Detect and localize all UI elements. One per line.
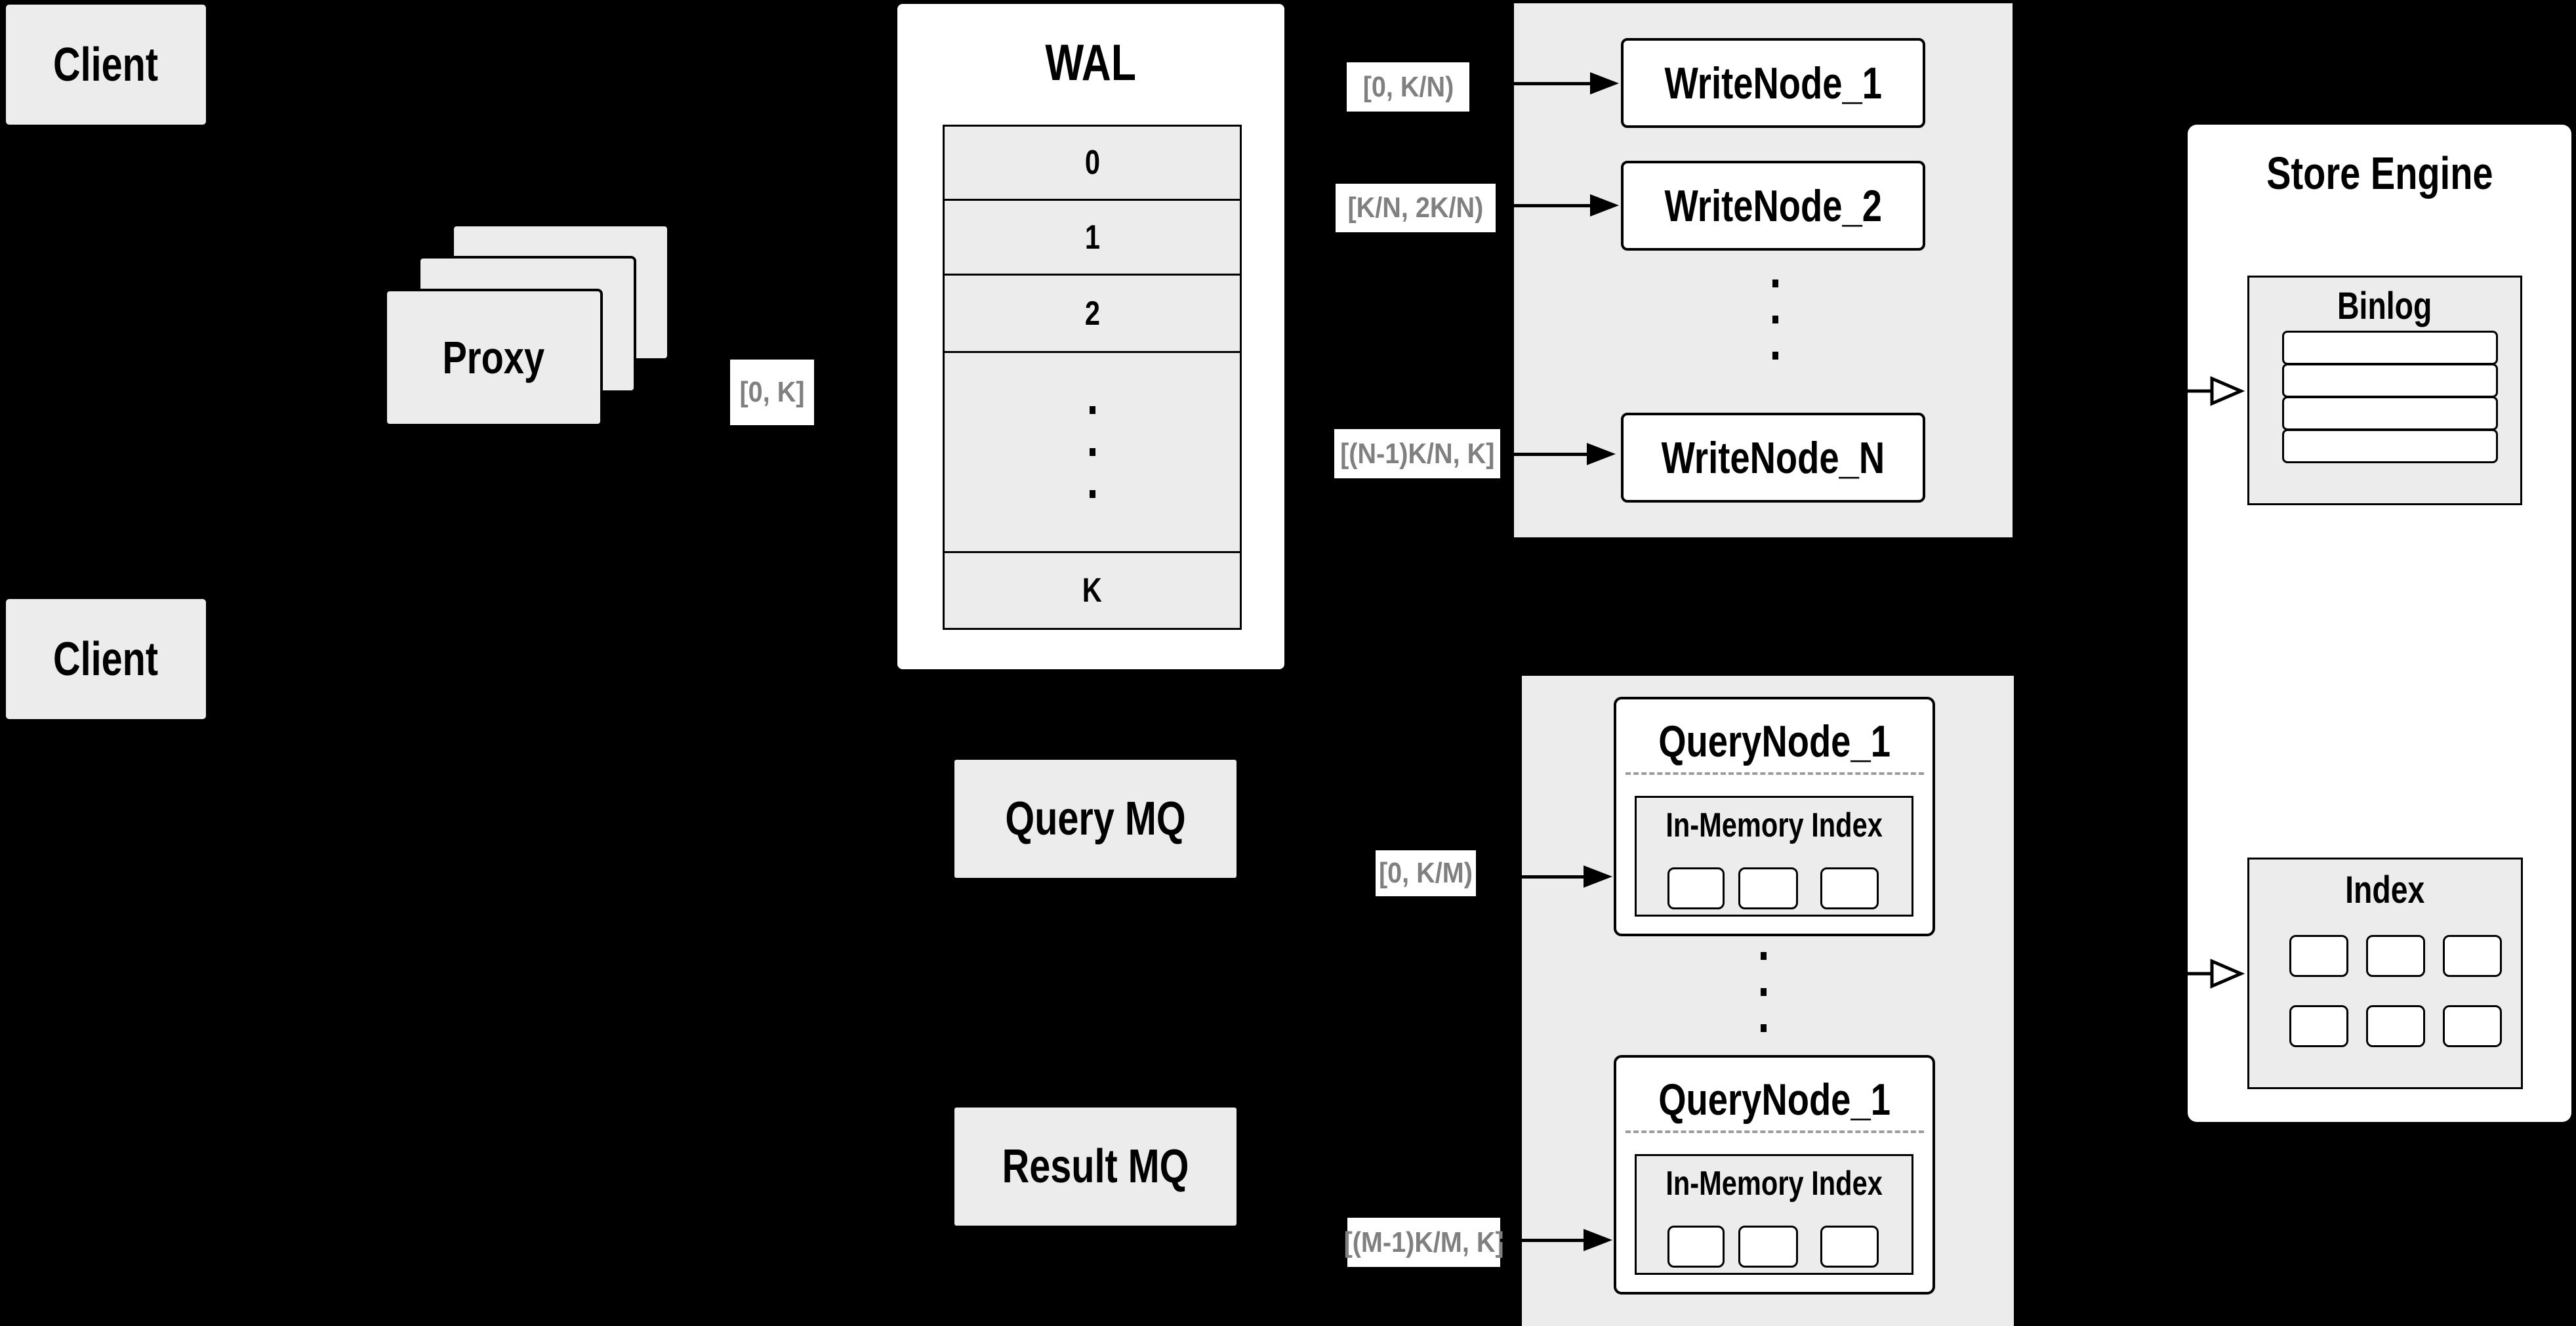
query-node-bottom-title: QueryNode_1 — [1658, 1075, 1891, 1125]
wal-title: WAL — [1045, 33, 1137, 91]
index-cell — [2366, 1005, 2425, 1047]
ellipsis-dot — [1089, 406, 1095, 414]
index-cell — [2289, 935, 2348, 977]
arrow-line-querynode-top — [1476, 875, 1584, 879]
arrow-head-icon — [1590, 72, 1619, 94]
ellipsis-dot — [1772, 280, 1778, 287]
segment-cell — [1738, 1226, 1798, 1268]
proxy-label: Proxy — [442, 332, 545, 383]
binlog-entry — [2282, 396, 2498, 430]
ellipsis-dot — [1089, 448, 1095, 456]
binlog-title: Binlog — [2337, 284, 2432, 327]
store-engine-title: Store Engine — [2266, 148, 2493, 199]
ellipsis-dot — [1761, 1024, 1767, 1032]
wal-row-ellipsis — [943, 351, 1242, 553]
arrow-head-icon — [1584, 865, 1612, 888]
arrow-head-icon — [1587, 443, 1616, 465]
wal-row-0: 0 — [943, 125, 1242, 201]
ellipsis-dot — [1772, 316, 1778, 323]
in-memory-index-bottom-title: In-Memory Index — [1666, 1165, 1883, 1203]
wal-row-k: K — [943, 551, 1242, 630]
ellipsis-dot — [1761, 952, 1767, 960]
client-box-bottom: Client — [6, 599, 206, 719]
dashed-separator — [1625, 772, 1924, 775]
index-title: Index — [2345, 868, 2425, 911]
edge-label-writenode-n: [(N-1)K/N, K] — [1334, 429, 1500, 478]
write-node-1-box: WriteNode_1 — [1621, 38, 1925, 128]
arrow-line-writenode-1 — [1469, 82, 1590, 85]
client-top-label: Client — [53, 38, 159, 91]
query-node-top-title: QueryNode_1 — [1658, 716, 1891, 766]
binlog-entry — [2282, 363, 2498, 398]
wal-row-2: 2 — [943, 274, 1242, 353]
edge-label-writenode-1: [0, K/N) — [1347, 62, 1469, 112]
binlog-entry — [2282, 331, 2498, 365]
query-mq-box: Query MQ — [954, 760, 1237, 878]
edge-label-querynode-bottom: [(M-1)K/M, K] — [1343, 1218, 1504, 1267]
edge-label-proxy-wal: [0, K] — [730, 360, 814, 425]
client-box-top: Client — [6, 5, 206, 125]
index-cell — [2366, 935, 2425, 977]
arrow-line-querynode-bottom — [1500, 1239, 1584, 1242]
write-node-2-box: WriteNode_2 — [1621, 161, 1925, 251]
in-memory-index-top-title: In-Memory Index — [1666, 806, 1883, 844]
ellipsis-dot — [1089, 490, 1095, 498]
edge-label-querynode-top: [0, K/M) — [1376, 850, 1476, 896]
arrow-head-icon — [1590, 194, 1619, 217]
ellipsis-dot — [1772, 352, 1778, 360]
client-bottom-label: Client — [53, 632, 159, 686]
proxy-box-front: Proxy — [384, 289, 603, 426]
segment-cell — [1820, 1226, 1879, 1268]
segment-cell — [1667, 867, 1725, 909]
arrow-head-icon — [1584, 1229, 1612, 1251]
arrow-line-writenode-2 — [1496, 204, 1590, 207]
edge-label-writenode-2: [K/N, 2K/N) — [1336, 184, 1496, 232]
wal-table: 0 1 2 K — [943, 125, 1242, 630]
index-cell — [2443, 935, 2502, 977]
index-cell — [2443, 1005, 2502, 1047]
wal-row-1: 1 — [943, 199, 1242, 276]
write-node-n-box: WriteNode_N — [1621, 413, 1925, 503]
segment-cell — [1820, 867, 1879, 909]
segment-cell — [1667, 1226, 1725, 1268]
binlog-entry — [2282, 429, 2498, 463]
ellipsis-dot — [1761, 988, 1767, 996]
arrow-line-writenode-n — [1500, 453, 1587, 456]
dashed-separator — [1625, 1130, 1924, 1133]
segment-cell — [1738, 867, 1798, 909]
index-cell — [2289, 1005, 2348, 1047]
result-mq-box: Result MQ — [954, 1108, 1237, 1226]
hollow-arrow-binlog-icon — [2184, 376, 2245, 406]
hollow-arrow-index-icon — [2184, 959, 2245, 989]
